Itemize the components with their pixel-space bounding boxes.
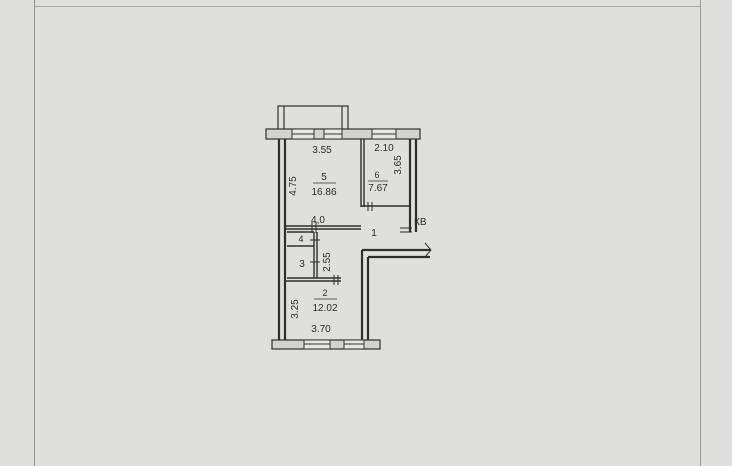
windows: [291, 128, 397, 350]
room-3-number: 3: [299, 259, 305, 270]
room-6-area: 7.67: [368, 183, 388, 194]
dim-left-upper: 4.75: [288, 176, 299, 196]
room-5-number: 5: [321, 172, 327, 183]
dim-bottom: 3.70: [311, 324, 331, 335]
door-marks: [310, 202, 432, 285]
room-2-number: 2: [322, 288, 327, 298]
dim-middle-vertical: 2.55: [322, 252, 333, 272]
room-6-number: 6: [374, 170, 379, 180]
entrance-label: КВ: [414, 217, 427, 228]
dim-right-upper: 3.65: [393, 155, 404, 175]
dim-middle: 4,0: [311, 215, 325, 226]
balcony: [277, 105, 349, 132]
dim-left-lower: 3.25: [290, 299, 301, 319]
dim-top-right: 2.10: [374, 143, 394, 154]
room-2-area: 12.02: [312, 303, 337, 314]
frame-line-top: [34, 6, 700, 7]
room-1-number: 1: [371, 228, 377, 239]
frame-line-right: [700, 0, 701, 466]
frame-line-left: [34, 0, 35, 466]
room-4-number: 4: [298, 234, 303, 244]
room-5-area: 16.86: [311, 187, 336, 198]
dim-top-left: 3.55: [312, 145, 332, 156]
